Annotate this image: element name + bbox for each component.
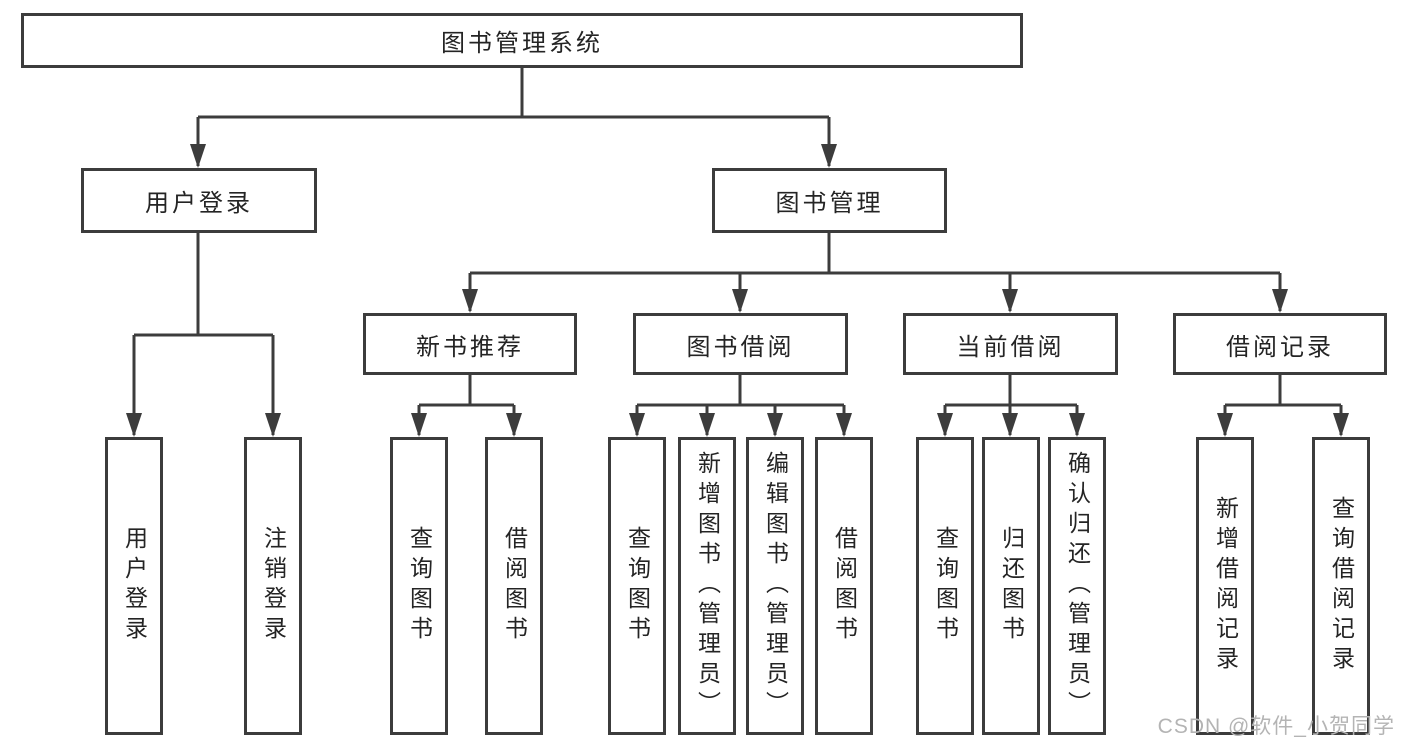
node-book-management: 图书管理 <box>712 168 947 233</box>
node-query-books-recommend: 查询图书 <box>390 437 448 735</box>
node-new-book-recommend: 新书推荐 <box>363 313 577 375</box>
node-confirm-return-admin: 确认归还（管理员） <box>1048 437 1106 735</box>
node-user-login: 用户登录 <box>81 168 317 233</box>
node-return-books: 归还图书 <box>982 437 1040 735</box>
node-user-login-leaf: 用户登录 <box>105 437 163 735</box>
node-add-book-admin: 新增图书（管理员） <box>678 437 736 735</box>
node-borrow-books-borrowing: 借阅图书 <box>815 437 873 735</box>
node-query-borrow-record: 查询借阅记录 <box>1312 437 1370 735</box>
node-borrowing-records: 借阅记录 <box>1173 313 1387 375</box>
node-current-borrowing: 当前借阅 <box>903 313 1118 375</box>
node-add-borrow-record: 新增借阅记录 <box>1196 437 1254 735</box>
node-borrow-books-recommend: 借阅图书 <box>485 437 543 735</box>
arrowhead-icons <box>126 144 1349 437</box>
node-query-books-current: 查询图书 <box>916 437 974 735</box>
node-library-management-system: 图书管理系统 <box>21 13 1023 68</box>
node-edit-book-admin: 编辑图书（管理员） <box>746 437 804 735</box>
watermark: CSDN @软件_小贺同学 <box>1157 715 1395 738</box>
node-logout-leaf: 注销登录 <box>244 437 302 735</box>
node-book-borrowing: 图书借阅 <box>633 313 848 375</box>
node-query-books-borrowing: 查询图书 <box>608 437 666 735</box>
